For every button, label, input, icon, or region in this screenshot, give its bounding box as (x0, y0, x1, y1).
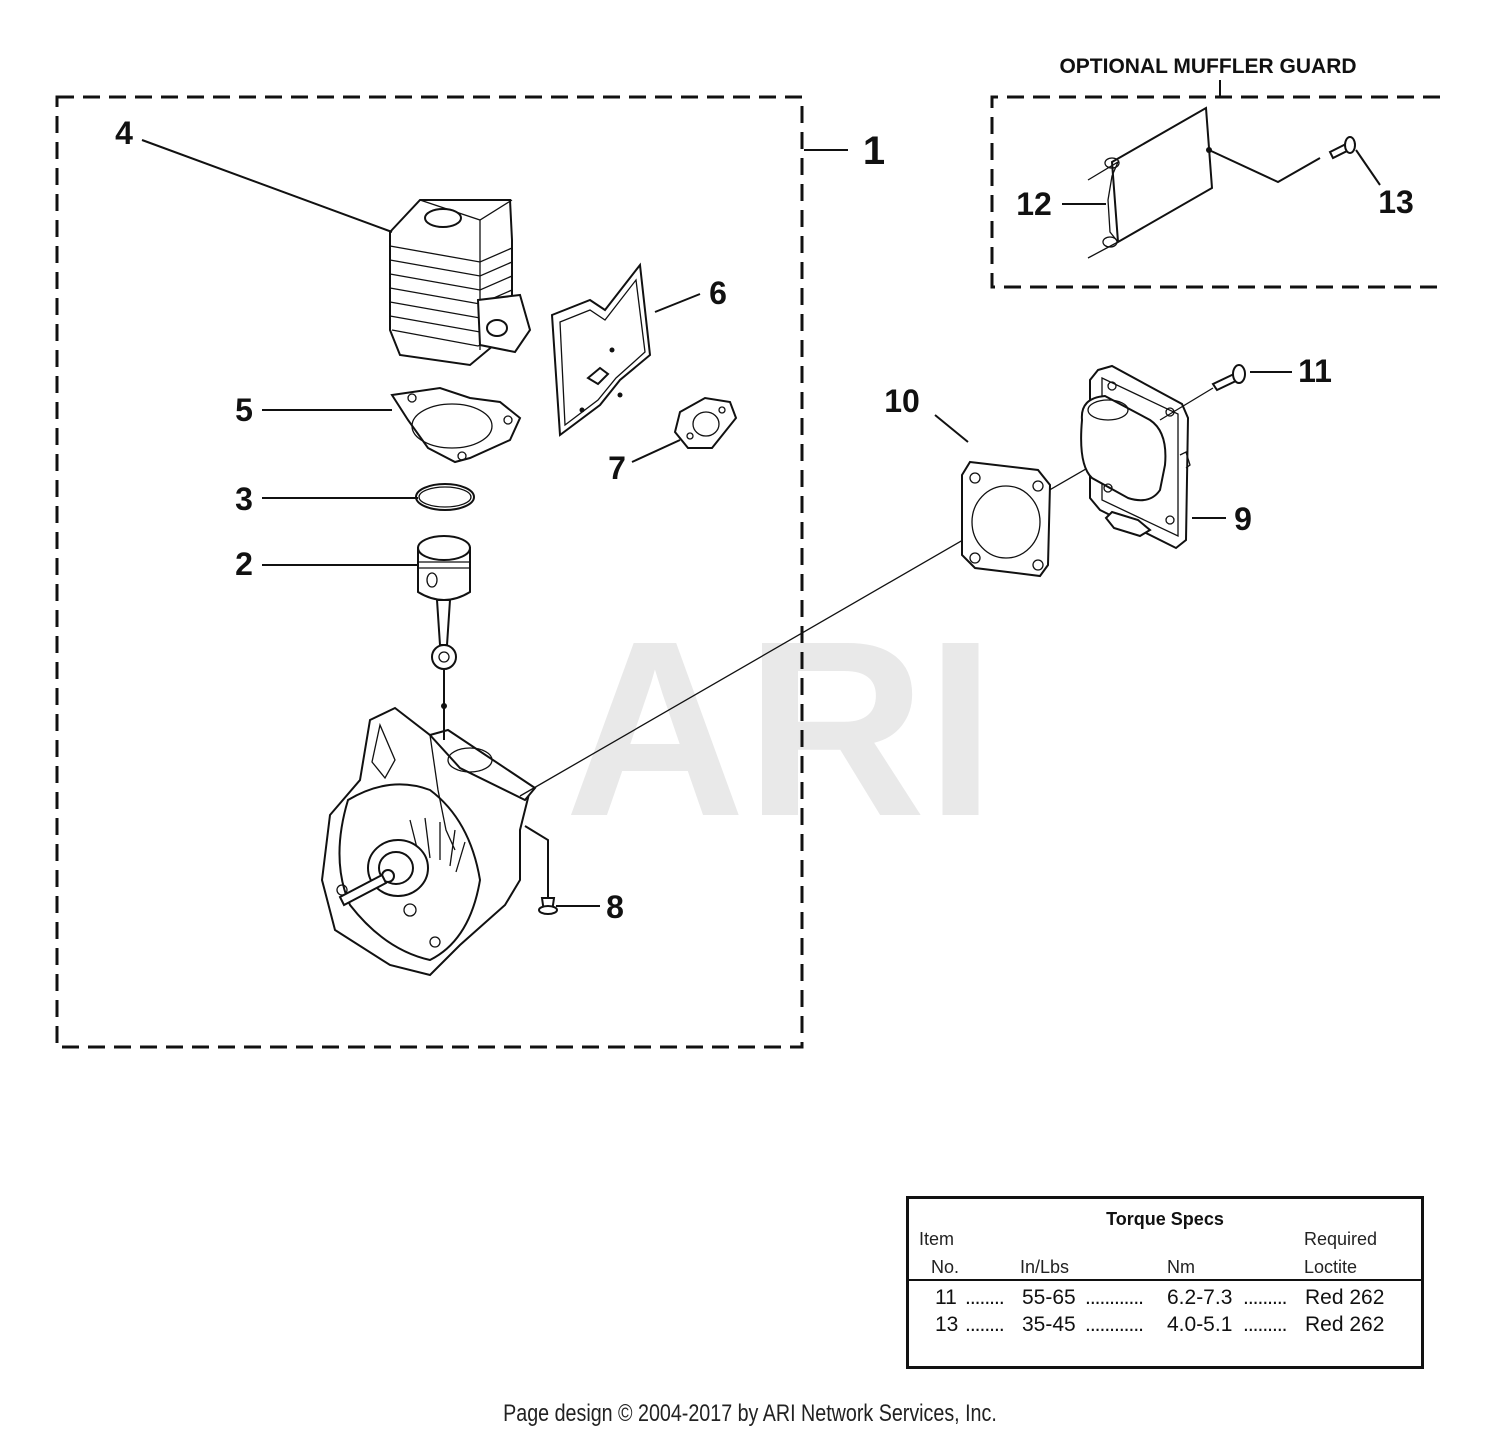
muffler-gasket-part (961, 460, 1052, 578)
callout-7: 7 (608, 450, 626, 486)
callout-13: 13 (1378, 184, 1414, 220)
row-1-leader: ........ (965, 1286, 1005, 1309)
assembly-kit-boundary (55, 95, 804, 1049)
row-1-loctite: Red 262 (1305, 1286, 1385, 1309)
guard-screw-part (1328, 136, 1356, 160)
row-1-item: 11 (935, 1286, 957, 1309)
row-1-nm: 6.2-7.3 (1167, 1286, 1233, 1309)
row-1-leader: ......... (1243, 1286, 1288, 1309)
header-inlbs: In/Lbs (1020, 1257, 1070, 1277)
copyright-footer: Page design © 2004-2017 by ARI Network S… (503, 1400, 997, 1427)
torque-specs-title: Torque Specs (1106, 1209, 1224, 1229)
header-rule (909, 1279, 1421, 1281)
callout-8: 8 (606, 889, 624, 925)
callout-10: 10 (884, 383, 920, 419)
header-loctite-bottom: Loctite (1304, 1257, 1358, 1277)
muffler-part (1080, 364, 1191, 550)
torque-specs-table: Torque Specs Item No. In/Lbs Nm Required… (906, 1196, 1424, 1369)
row-2-inlbs: 35-45 (1022, 1313, 1076, 1336)
callout-4: 4 (115, 115, 133, 151)
piston-ring-part (415, 483, 475, 511)
cylinder-part (389, 199, 532, 367)
callout-9: 9 (1234, 501, 1252, 537)
leader-lines (141, 139, 1381, 907)
callout-12: 12 (1016, 186, 1052, 222)
callout-1: 1 (863, 129, 885, 173)
heat-shield-part (550, 262, 652, 437)
muffler-guard-boundary (990, 95, 1440, 289)
watermark: ARI (565, 589, 996, 868)
row-2-nm: 4.0-5.1 (1167, 1313, 1233, 1336)
muffler-guard-title: OPTIONAL MUFFLER GUARD (1059, 55, 1356, 78)
row-2-loctite: Red 262 (1305, 1313, 1385, 1336)
callout-5: 5 (235, 392, 253, 428)
header-nm: Nm (1167, 1257, 1195, 1277)
screw-part (524, 825, 558, 915)
row-2-item: 13 (935, 1313, 959, 1336)
row-2-leader: ......... (1243, 1313, 1288, 1336)
row-1-inlbs: 55-65 (1022, 1286, 1076, 1309)
callout-3: 3 (235, 481, 253, 517)
cylinder-gasket-part (390, 386, 522, 464)
callout-11: 11 (1298, 353, 1332, 389)
piston-part (417, 535, 471, 670)
callout-6: 6 (709, 275, 727, 311)
muffler-screw-part (1159, 364, 1246, 421)
intake-gasket-part (673, 396, 738, 449)
header-loctite-top: Required (1304, 1229, 1378, 1249)
row-2-leader: ............ (1085, 1313, 1144, 1336)
row-1-leader: ............ (1085, 1286, 1144, 1309)
crankcase-part (320, 706, 537, 977)
muffler-guard-part (1087, 106, 1321, 259)
row-2-leader: ........ (965, 1313, 1005, 1336)
header-item-top: Item (919, 1229, 955, 1249)
callout-2: 2 (235, 546, 253, 582)
header-item-bottom: No. (931, 1257, 960, 1277)
